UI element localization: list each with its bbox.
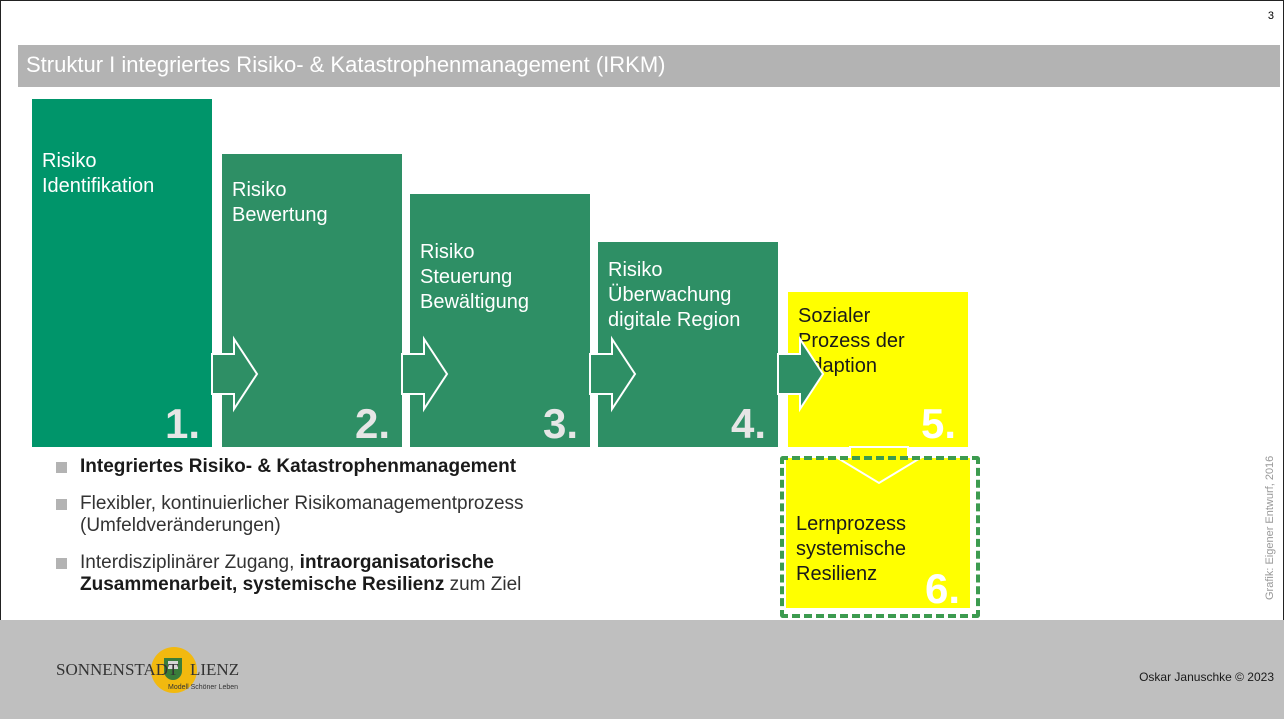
bullet-text: zum Ziel	[444, 574, 522, 595]
bullet-text: Interdisziplinärer Zugang,	[80, 552, 300, 573]
step-5-number: 5.	[920, 400, 956, 447]
step-5-label: Sozialer Prozess der Adaption	[798, 305, 905, 377]
arrow-right-icon	[401, 335, 449, 413]
step-6-number: 6.	[924, 565, 960, 612]
step-4-label: Risiko Überwachung digitale Region	[608, 259, 741, 331]
step-1-box: Risiko Identifikation 1.	[32, 99, 212, 447]
step-1-label: Risiko Identifikation	[42, 150, 155, 197]
bullet-bold-text: intraorganisatorische	[299, 552, 494, 573]
bullet-text: (Umfeldveränderungen)	[80, 515, 281, 536]
arrow-right-icon	[589, 335, 637, 413]
step-3-number: 3.	[542, 400, 578, 447]
graphic-credit: Grafik: Eigener Entwurf, 2016	[1264, 455, 1276, 600]
bullet-bold-text: Integriertes Risiko- & Katastrophenmanag…	[80, 456, 517, 477]
step-3-box: Risiko Steuerung Bewältigung 3.	[410, 194, 590, 447]
slide-title: Struktur I integriertes Risiko- & Katast…	[26, 52, 666, 77]
bullet-text: Flexibler, kontinuierlicher Risikomanage…	[80, 493, 524, 514]
step-3-label: Risiko Steuerung Bewältigung	[420, 241, 529, 313]
step-1-number: 1.	[164, 400, 200, 447]
step-2-number: 2.	[354, 400, 390, 447]
logo-tagline: Modell Schöner Leben	[168, 684, 239, 691]
sonnenstadt-lienz-logo: SONNENSTADT LIENZ Modell Schöner Leben	[56, 647, 256, 697]
title-bar	[18, 45, 1280, 87]
bullet-item: Flexibler, kontinuierlicher Risikomanage…	[56, 493, 696, 537]
logo-text-right: LIENZ	[190, 660, 240, 679]
bullet-item: Interdisziplinärer Zugang, intraorganisa…	[56, 552, 696, 596]
page-number: 3	[1267, 10, 1274, 22]
bullet-square-icon	[56, 462, 67, 473]
step-2-box: Risiko Bewertung 2.	[222, 154, 402, 447]
step-6-label: Lernprozess systemische Resilienz	[796, 513, 907, 585]
logo-text-left: SONNENSTADT	[56, 660, 179, 679]
arrow-right-icon	[211, 335, 259, 413]
step-2-label: Risiko Bewertung	[232, 179, 328, 226]
author-copyright: Oskar Januschke © 2023	[1139, 670, 1274, 684]
step-4-number: 4.	[730, 400, 766, 447]
footer-bar	[0, 620, 1284, 719]
step-4-box: Risiko Überwachung digitale Region 4.	[598, 242, 778, 447]
bullet-bold-text: Zusammenarbeit, systemische Resilienz	[80, 574, 445, 595]
coat-of-arms-icon	[164, 658, 182, 680]
bullet-list: Integriertes Risiko- & Katastrophenmanag…	[56, 456, 696, 611]
bullet-item: Integriertes Risiko- & Katastrophenmanag…	[56, 456, 696, 478]
bullet-square-icon	[56, 558, 67, 569]
bullet-square-icon	[56, 499, 67, 510]
arrow-right-icon	[777, 335, 825, 413]
learning-dashed-border	[780, 456, 980, 618]
